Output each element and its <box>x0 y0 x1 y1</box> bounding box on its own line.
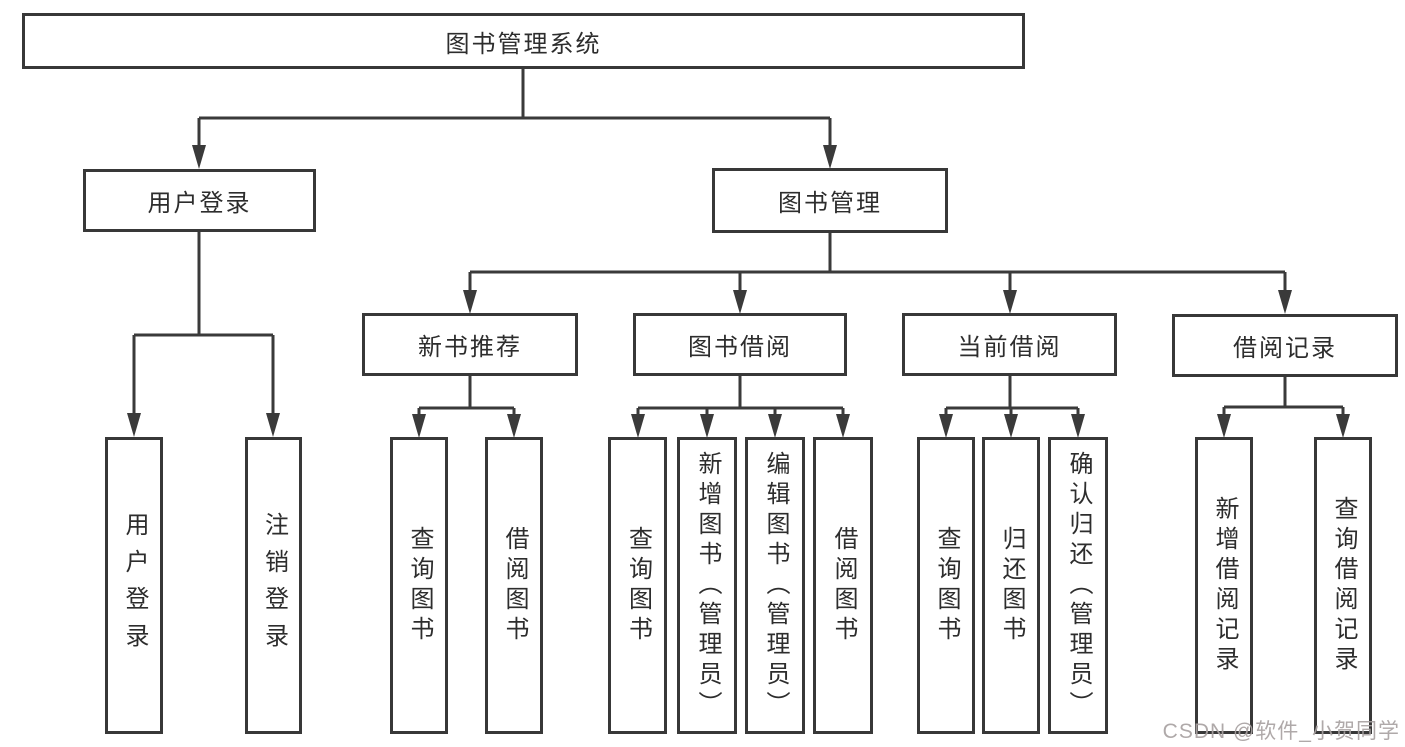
leaf-query-borrow-record: 查询借阅记录 <box>1314 437 1372 734</box>
node-label: 借阅图书 <box>830 525 857 646</box>
node-label: 图书管理 <box>778 190 882 217</box>
leaf-borrow-books-2: 借阅图书 <box>813 437 873 734</box>
node-label: 借阅记录 <box>1233 335 1337 362</box>
csdn-watermark: CSDN @软件_小贺同学 <box>1162 720 1400 743</box>
node-new-book-recommend: 新书推荐 <box>362 313 578 376</box>
arrowheads <box>127 145 1350 438</box>
leaf-user-login: 用户登录 <box>105 437 163 734</box>
node-label: 查询借阅记录 <box>1330 495 1357 676</box>
node-label: 图书借阅 <box>688 334 792 361</box>
leaf-confirm-return-admin: 确认归还（管理员） <box>1048 437 1108 734</box>
leaf-query-books-1: 查询图书 <box>390 437 448 734</box>
node-label: 用户登录 <box>121 511 148 660</box>
node-root: 图书管理系统 <box>22 13 1025 69</box>
node-label: 查询图书 <box>406 525 433 646</box>
node-label: 编辑图书（管理员） <box>762 450 789 721</box>
leaf-edit-book-admin: 编辑图书（管理员） <box>745 437 805 734</box>
node-label: 查询图书 <box>933 525 960 646</box>
leaf-logout: 注销登录 <box>245 437 302 734</box>
leaf-add-book-admin: 新增图书（管理员） <box>677 437 737 734</box>
node-label: 新增借阅记录 <box>1211 495 1238 676</box>
node-label: 当前借阅 <box>957 334 1062 361</box>
node-user-login: 用户登录 <box>83 169 316 232</box>
leaf-return-books: 归还图书 <box>982 437 1040 734</box>
node-label: 用户登录 <box>147 190 252 217</box>
node-label: 确认归还（管理员） <box>1065 450 1092 721</box>
node-book-borrow: 图书借阅 <box>633 313 847 376</box>
leaf-query-books-3: 查询图书 <box>917 437 975 734</box>
leaf-borrow-books-1: 借阅图书 <box>485 437 543 734</box>
node-current-borrow: 当前借阅 <box>902 313 1117 376</box>
node-label: 归还图书 <box>998 525 1025 646</box>
node-label: 借阅图书 <box>501 525 528 646</box>
node-label: 图书管理系统 <box>445 30 602 58</box>
node-book-management: 图书管理 <box>712 168 948 233</box>
leaf-query-books-2: 查询图书 <box>608 437 667 734</box>
node-label: 注销登录 <box>260 511 288 660</box>
leaf-add-borrow-record: 新增借阅记录 <box>1195 437 1253 734</box>
node-label: 新书推荐 <box>418 334 522 361</box>
node-borrow-records: 借阅记录 <box>1172 314 1398 377</box>
node-label: 新增图书（管理员） <box>694 450 721 721</box>
node-label: 查询图书 <box>624 525 652 646</box>
